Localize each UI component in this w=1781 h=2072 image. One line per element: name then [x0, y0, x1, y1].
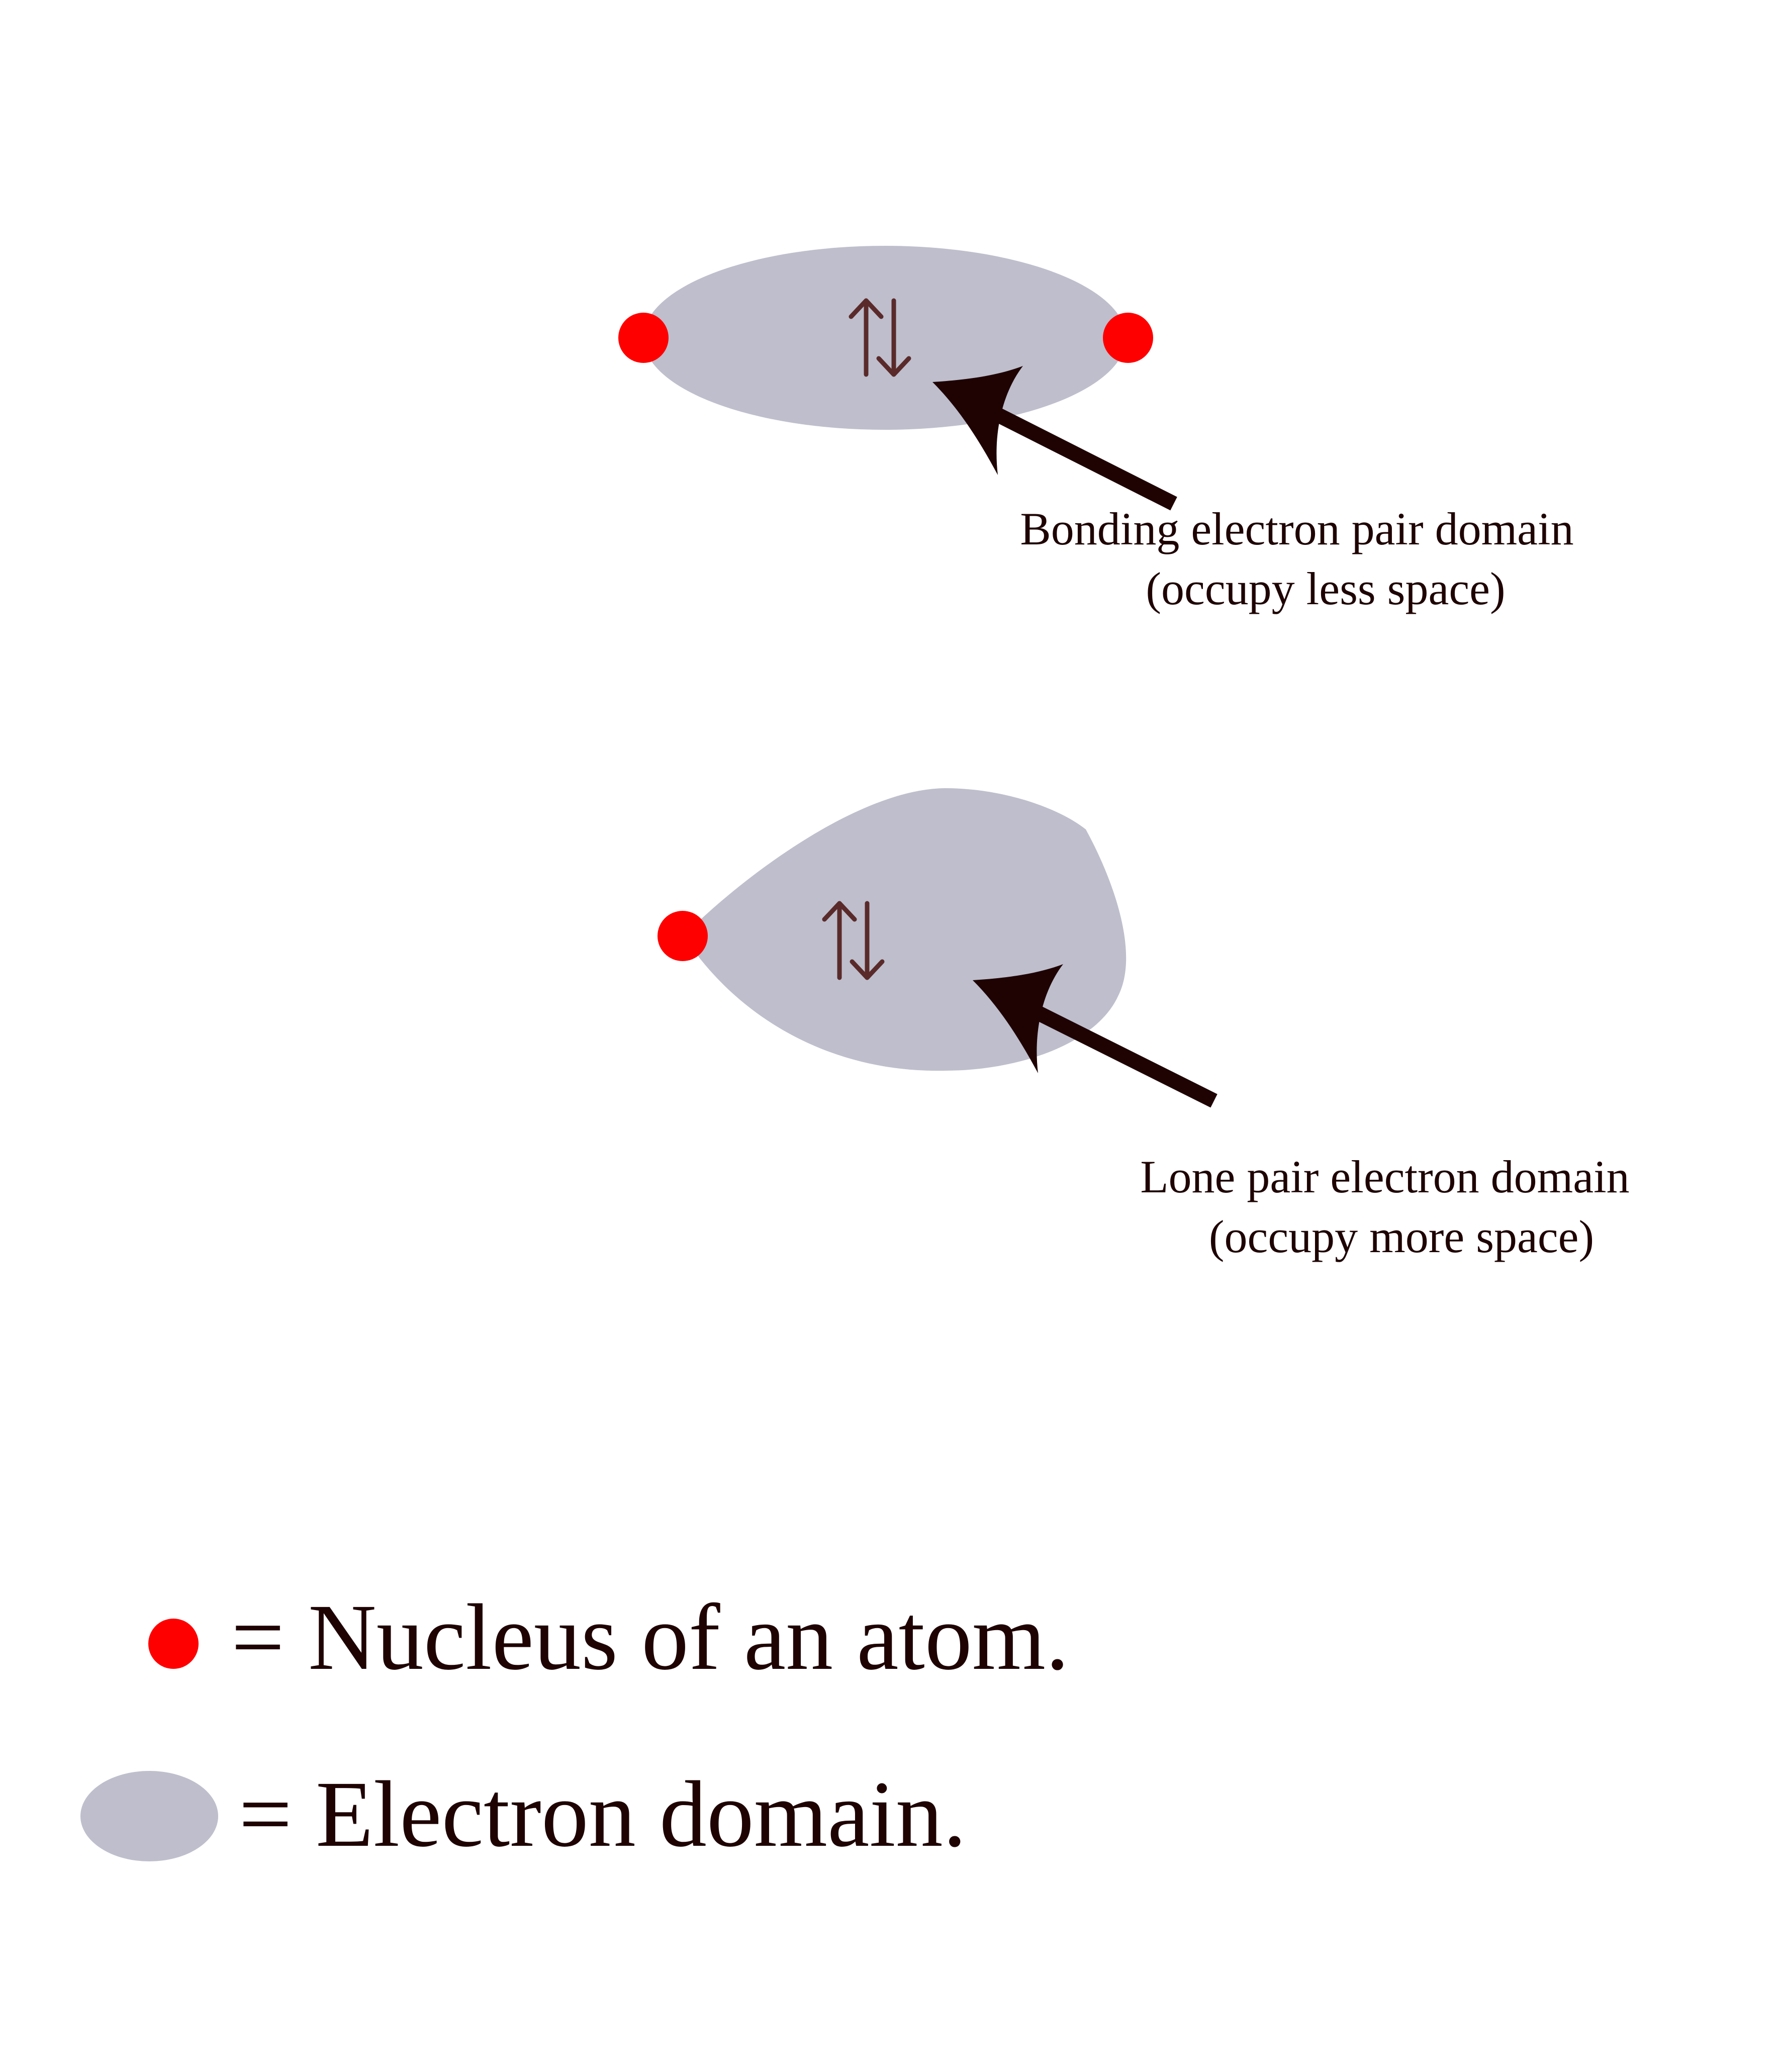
legend-nucleus-swatch: [148, 1619, 199, 1669]
lone-pair-caption-line2: (occupy more space): [1209, 1211, 1594, 1262]
legend-domain-label: = Electron domain.: [239, 1761, 967, 1866]
bonding-nucleus-left: [618, 313, 669, 363]
bonding-spin-arrows-icon: [849, 298, 911, 377]
lone-pair-spin-arrows-icon: [822, 901, 885, 980]
bonding-nucleus-right: [1103, 313, 1153, 363]
lone-pair-nucleus: [658, 911, 708, 961]
lone-pair-group: Lone pair electron domain (occupy more s…: [658, 788, 1630, 1262]
bonding-electron-domain: [643, 246, 1126, 430]
lone-pair-pointer-arrow-icon: [973, 964, 1217, 1108]
bonding-pointer-arrow-icon: [932, 366, 1177, 511]
bonding-caption-line1: Bonding electron pair domain: [1020, 503, 1573, 554]
lone-pair-caption-line1: Lone pair electron domain: [1140, 1151, 1629, 1202]
legend: = Nucleus of an atom. = Electron domain.: [80, 1584, 1069, 1866]
legend-nucleus-label: = Nucleus of an atom.: [231, 1584, 1069, 1689]
legend-domain-swatch: [80, 1771, 218, 1861]
bonding-caption-line2: (occupy less space): [1146, 563, 1505, 614]
bonding-pair-group: Bonding electron pair domain (occupy les…: [618, 246, 1574, 614]
